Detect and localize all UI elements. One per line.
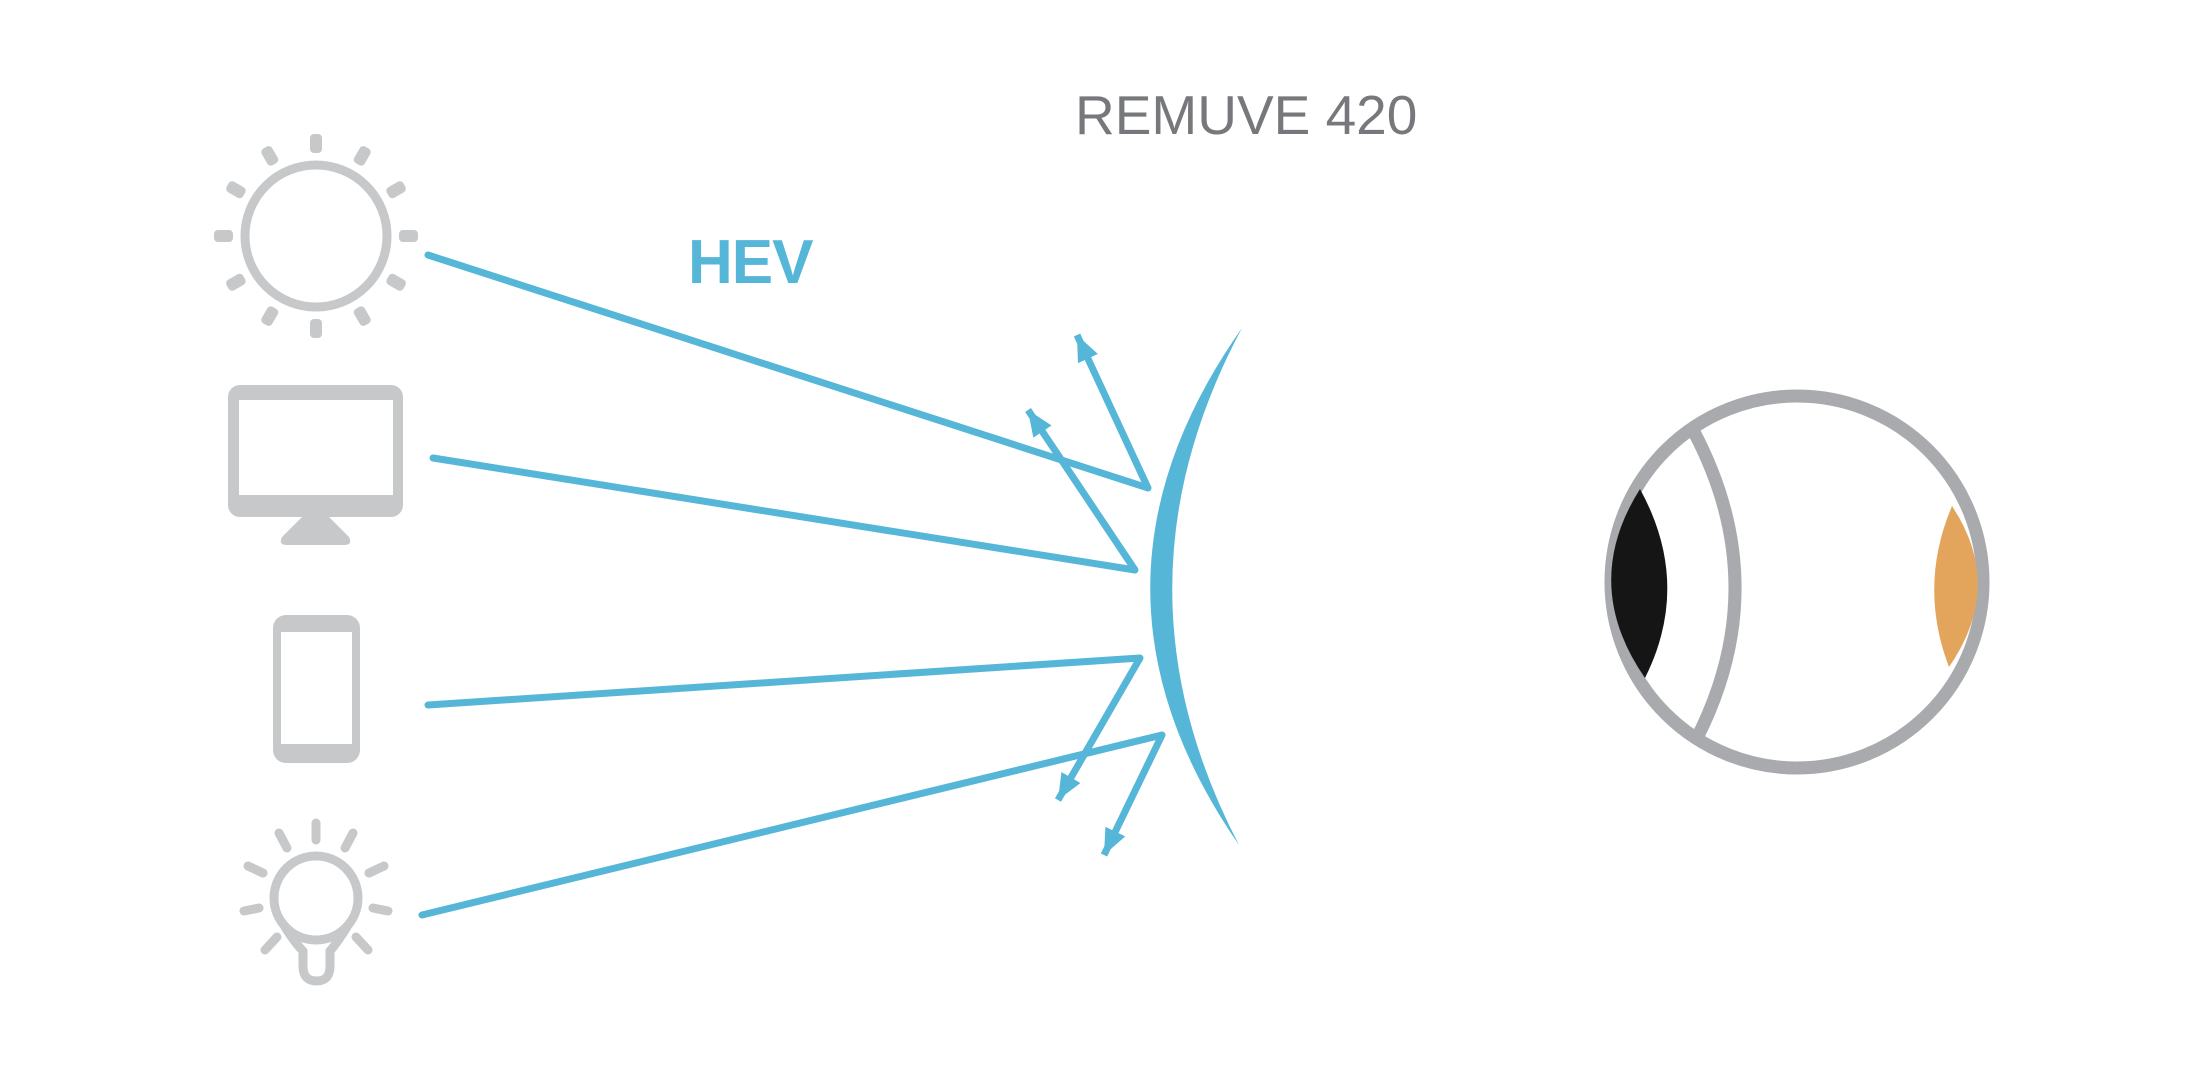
- eyeball-outline: [1604, 389, 1990, 775]
- ray-from-monitor: [429, 454, 1139, 574]
- sun-icon: [214, 134, 418, 338]
- reflected-arrow-1: [1073, 333, 1152, 490]
- bulb-glow-rays: [239, 818, 393, 955]
- sun-rays: [214, 134, 418, 338]
- hev-label: HEV: [688, 228, 813, 297]
- reflected-arrow-4: [1100, 733, 1166, 857]
- ray-from-sun: [424, 251, 1152, 492]
- cornea-arc: [1687, 426, 1742, 741]
- monitor-icon: [228, 385, 403, 545]
- hev-rays: [418, 251, 1166, 919]
- sun-disc: [240, 160, 392, 312]
- eye-icon: [1604, 389, 1990, 775]
- lens-shape: [1150, 328, 1242, 845]
- ray-from-bulb: [418, 731, 1166, 919]
- reflected-arrow-3: [1054, 656, 1144, 802]
- macula-spot: [1934, 506, 1978, 667]
- page-title: REMUVE 420: [1075, 84, 1417, 146]
- monitor-stand: [280, 517, 351, 545]
- monitor-screen: [239, 400, 393, 495]
- reflected-rays: [1025, 333, 1166, 857]
- bulb-globe: [269, 851, 363, 945]
- smartphone-icon: [273, 615, 360, 763]
- lightbulb-icon: [239, 818, 393, 986]
- phone-screen: [281, 632, 352, 744]
- ray-from-phone: [424, 654, 1144, 709]
- eye-lens-pupil: [1611, 489, 1668, 678]
- bulb-base: [298, 946, 335, 986]
- reflected-arrow-2: [1025, 408, 1138, 572]
